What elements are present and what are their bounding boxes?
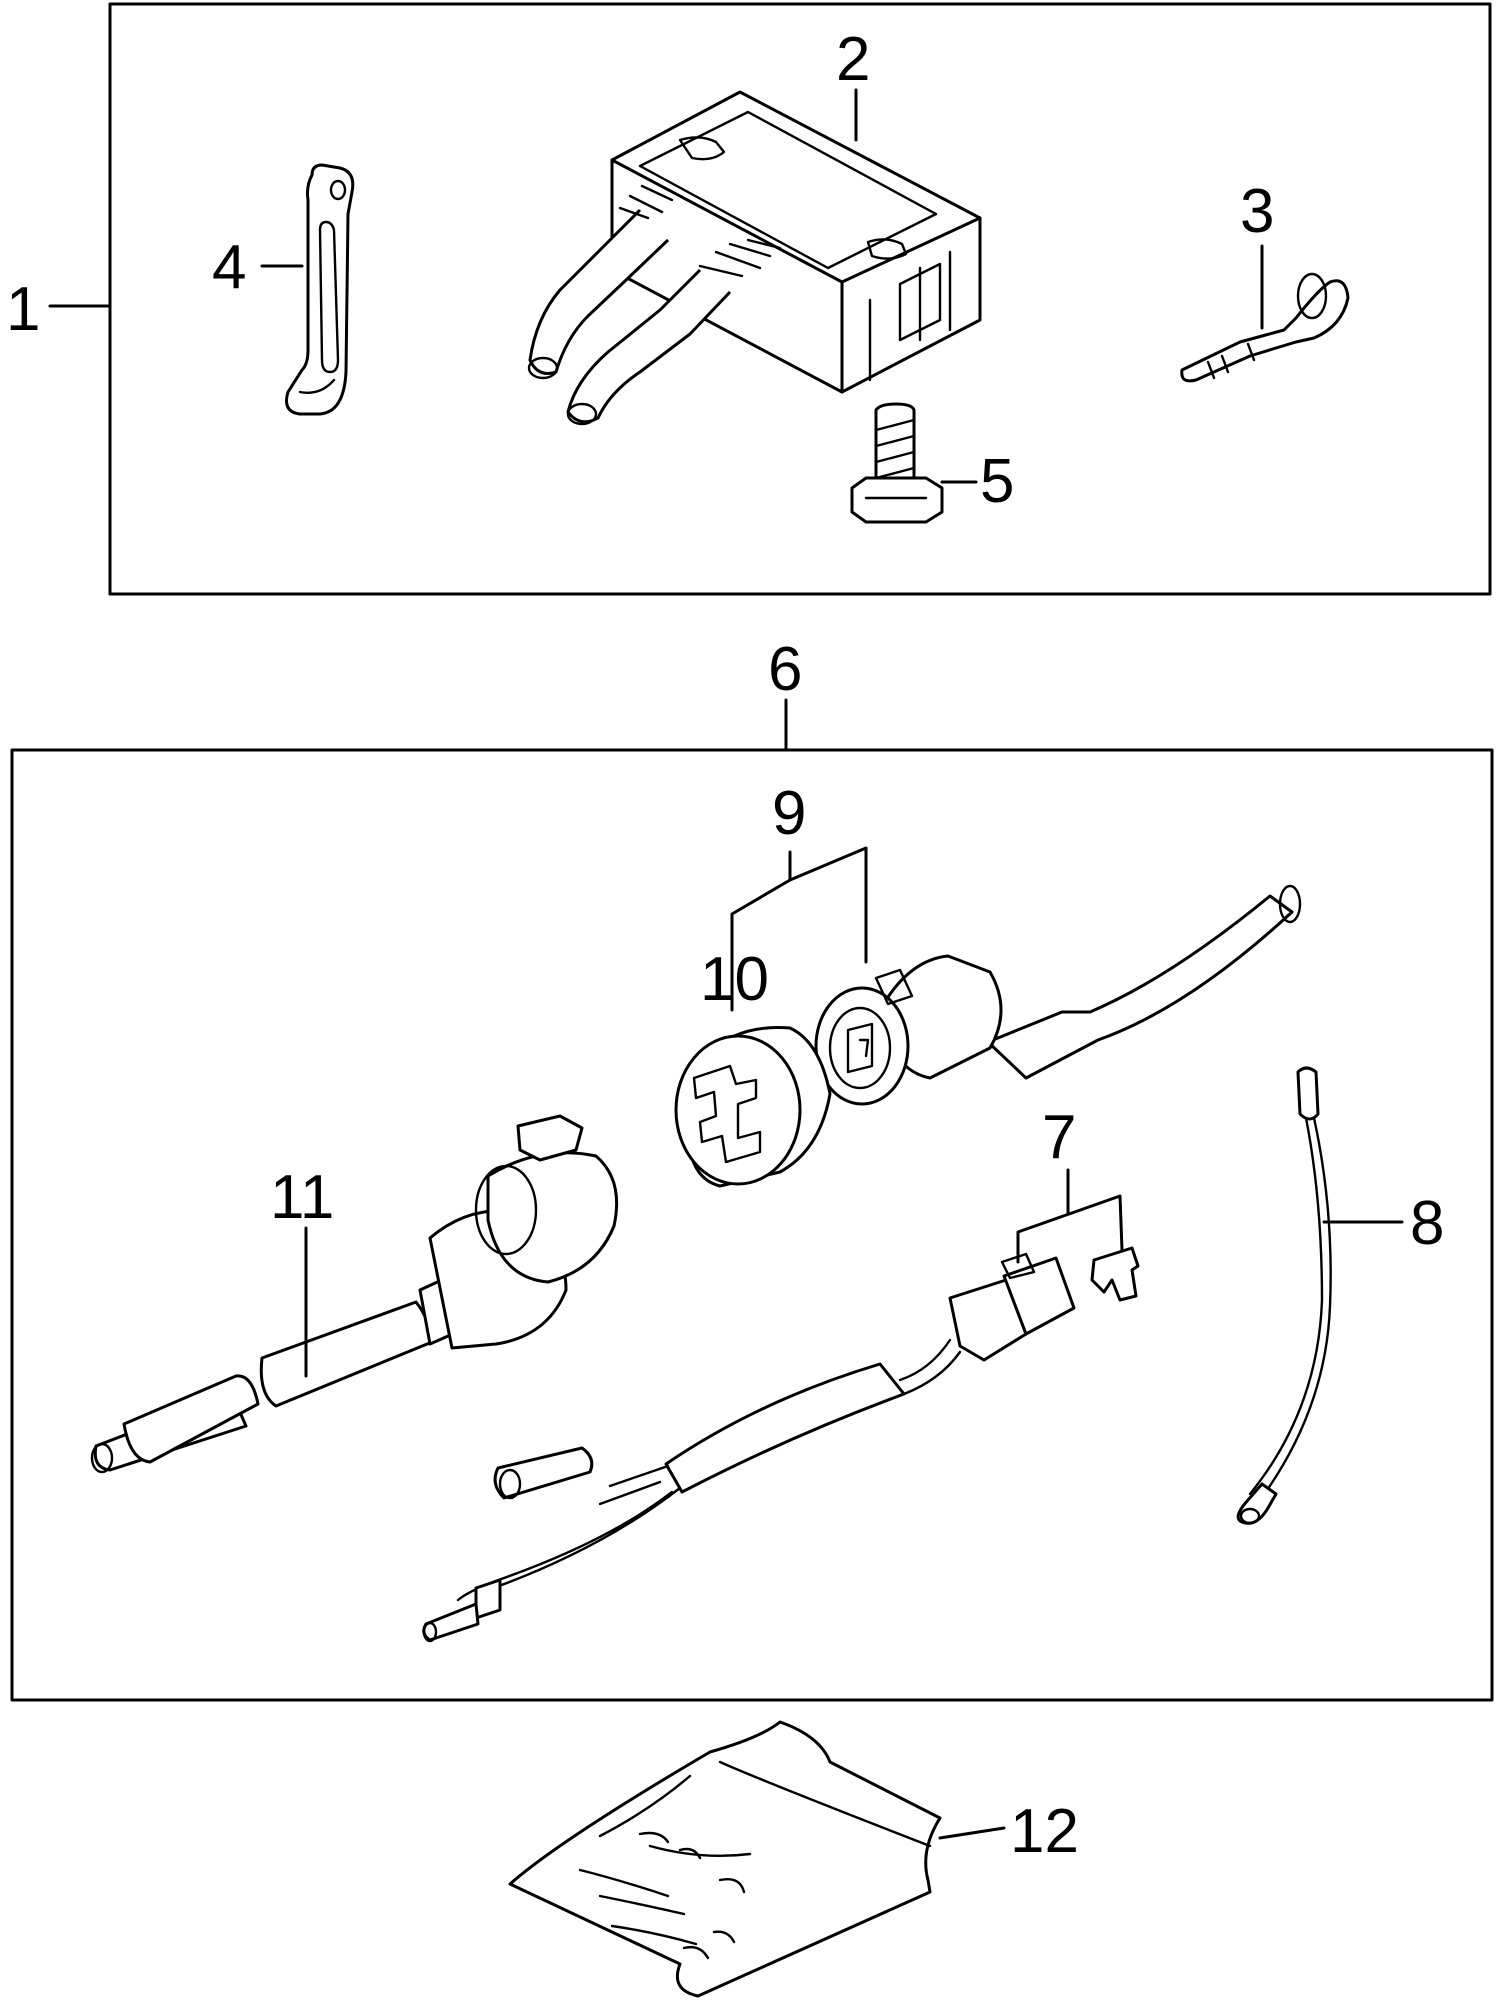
callout-11: 11 [270, 1163, 334, 1232]
callout-8: 8 [1410, 1189, 1444, 1258]
callout-6: 6 [768, 635, 802, 704]
connector-housing-part-10 [674, 1026, 832, 1188]
callout-1: 1 [6, 275, 40, 344]
kit-frame-6 [10, 748, 1494, 1702]
callout-3: 3 [1240, 177, 1274, 246]
ground-lead-part-8 [1236, 1066, 1332, 1525]
bolt-part-5 [850, 402, 944, 524]
connector-part-9 [814, 884, 1302, 1106]
harness-part-7 [422, 1246, 1140, 1643]
callout-4: 4 [212, 233, 246, 302]
callout-7: 7 [1042, 1103, 1076, 1172]
terminal-part-3 [1180, 272, 1350, 383]
callout-10: 10 [700, 945, 769, 1014]
cable-part-11 [90, 1114, 619, 1474]
callout-2: 2 [836, 25, 870, 94]
rectifier-regulator-part-2 [527, 90, 982, 426]
callout-12: 12 [1010, 1797, 1079, 1866]
callout-9: 9 [772, 779, 806, 848]
parts-bag-part-12 [508, 1720, 942, 1998]
leader-12 [938, 1826, 1006, 1840]
kit-frame-1 [108, 2, 1492, 596]
leader-7-b [1016, 1194, 1124, 1264]
clamp-strip-part-4 [285, 163, 355, 416]
callout-5: 5 [980, 447, 1014, 516]
